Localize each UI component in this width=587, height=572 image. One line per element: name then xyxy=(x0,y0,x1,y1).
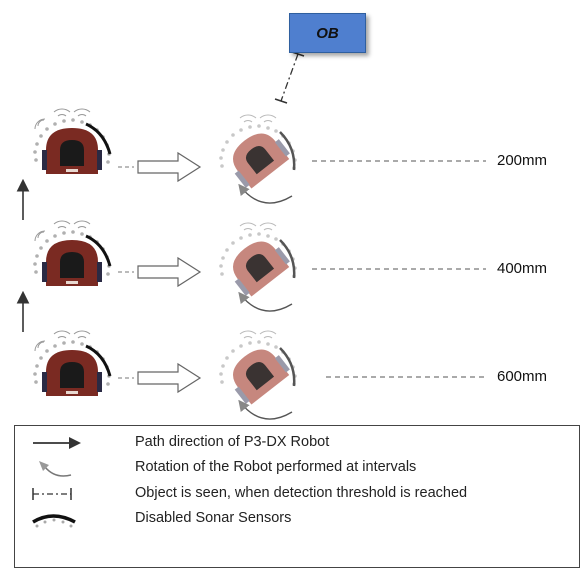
disabled-sonar-icon xyxy=(32,514,76,528)
robot-rotated-row-3 xyxy=(217,329,299,409)
obstacle-label: OB xyxy=(316,24,339,42)
robot-start-row-1 xyxy=(31,107,113,176)
rotation-arrow-row-2 xyxy=(238,291,293,312)
legend-text-path-direction: Path direction of P3-DX Robot xyxy=(135,434,330,450)
rotation-arrow-row-1 xyxy=(238,183,293,204)
legend-box: Path direction of P3-DX Robot Rotation o… xyxy=(14,425,580,568)
legend-text-detection: Object is seen, when detection threshold… xyxy=(135,485,468,501)
legend-item-rotation: Rotation of the Robot performed at inter… xyxy=(15,457,579,479)
block-arrow-row-1 xyxy=(137,152,201,182)
legend-item-path-direction: Path direction of P3-DX Robot xyxy=(15,432,579,454)
legend-text-disabled-sonar: Disabled Sonar Sensors xyxy=(135,510,292,526)
detection-threshold-icon xyxy=(32,488,72,500)
distance-label-200: 200mm xyxy=(497,152,548,169)
robot-rotated-row-1 xyxy=(217,113,299,193)
block-arrow-row-3 xyxy=(137,363,201,393)
block-arrow-row-2 xyxy=(137,257,201,287)
robot-rotated-row-2 xyxy=(217,221,299,301)
distance-label-600: 600mm xyxy=(497,368,548,385)
legend-item-disabled-sonar: Disabled Sonar Sensors xyxy=(15,508,579,530)
path-direction-arrow-icon xyxy=(33,437,81,449)
legend-text-rotation: Rotation of the Robot performed at inter… xyxy=(135,459,417,475)
robot-start-row-2 xyxy=(31,219,113,288)
legend-item-detection: Object is seen, when detection threshold… xyxy=(15,483,579,505)
distance-label-400: 400mm xyxy=(497,260,548,277)
rotation-arrow-row-3 xyxy=(238,399,293,420)
rotation-arrow-icon xyxy=(39,461,72,477)
obstacle-box: OB xyxy=(289,13,366,53)
robot-start-row-3 xyxy=(31,329,113,398)
detection-line xyxy=(274,51,305,104)
